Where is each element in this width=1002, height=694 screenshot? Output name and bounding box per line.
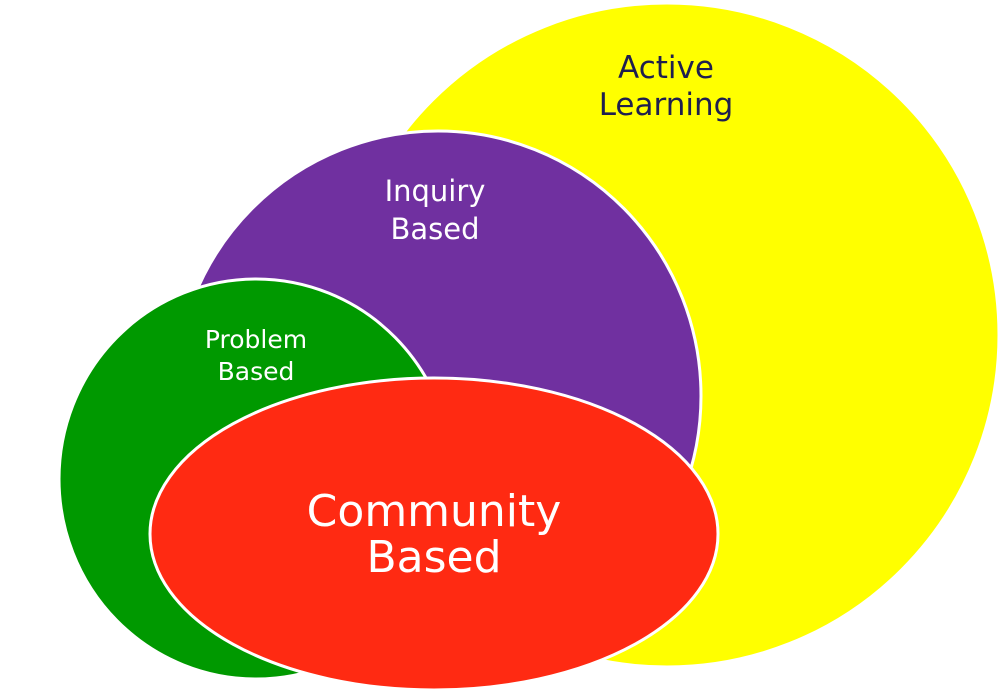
inquiry-based-label-line1: Inquiry [385, 174, 486, 208]
active-learning-label-line2: Learning [599, 87, 734, 123]
community-based-label-line1: Community [307, 486, 562, 537]
problem-based-label-line1: Problem [205, 325, 307, 354]
community-based-circle [148, 376, 720, 692]
inquiry-based-label-line2: Based [390, 212, 479, 246]
problem-based-label-line2: Based [218, 357, 295, 386]
community-based-label-line2: Based [366, 532, 501, 583]
active-learning-label-line1: Active [618, 50, 714, 86]
